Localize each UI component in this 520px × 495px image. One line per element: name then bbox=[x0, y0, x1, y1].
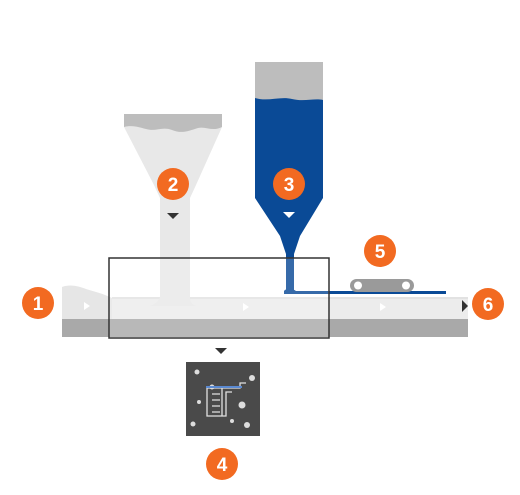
roller-body bbox=[350, 279, 414, 292]
material-layer bbox=[112, 297, 468, 319]
step-number-3: 3 bbox=[284, 175, 295, 196]
flow-arrow-1 bbox=[84, 302, 90, 310]
step-number-1: 1 bbox=[33, 294, 44, 315]
step-badge-4: 4 bbox=[206, 448, 238, 480]
step-number-2: 2 bbox=[168, 175, 179, 196]
step-badge-3: 3 bbox=[273, 168, 305, 200]
roller-right bbox=[402, 281, 410, 290]
structure-outline bbox=[206, 382, 246, 417]
particle-6 bbox=[244, 422, 250, 428]
step-badge-1: 1 bbox=[22, 287, 54, 319]
particle-7 bbox=[190, 421, 196, 427]
flow-arrow-3 bbox=[380, 303, 386, 311]
roller-left bbox=[354, 281, 362, 290]
particle-8 bbox=[230, 419, 234, 423]
particle-2 bbox=[249, 375, 255, 381]
roller-unit bbox=[350, 279, 414, 292]
particle-4 bbox=[238, 401, 246, 409]
conveyor-base bbox=[62, 319, 468, 337]
particle-5 bbox=[197, 400, 201, 404]
deposited-powder-layer bbox=[112, 294, 468, 299]
zoom-frame bbox=[108, 257, 330, 339]
step-badge-2: 2 bbox=[157, 168, 189, 200]
step-number-6: 6 bbox=[483, 295, 494, 316]
step-badge-5: 5 bbox=[364, 235, 396, 267]
pointer-triangle-4 bbox=[215, 348, 227, 354]
pointer-triangle-2 bbox=[167, 213, 179, 219]
liquid-silo-top bbox=[255, 62, 323, 102]
flow-arrow-2 bbox=[243, 303, 249, 311]
powder-stream bbox=[150, 296, 196, 306]
step-number-4: 4 bbox=[217, 455, 228, 476]
powder-hopper-fill bbox=[124, 114, 222, 132]
powder-hopper bbox=[124, 114, 222, 296]
particle-1 bbox=[194, 369, 200, 375]
pointer-triangle-3 bbox=[283, 212, 295, 218]
exit-arrow bbox=[462, 300, 468, 312]
incoming-material bbox=[62, 285, 112, 319]
detail-panel bbox=[186, 362, 260, 436]
structure-blue-strip bbox=[206, 386, 242, 388]
step-number-5: 5 bbox=[375, 242, 386, 263]
step-badge-6: 6 bbox=[472, 288, 504, 320]
